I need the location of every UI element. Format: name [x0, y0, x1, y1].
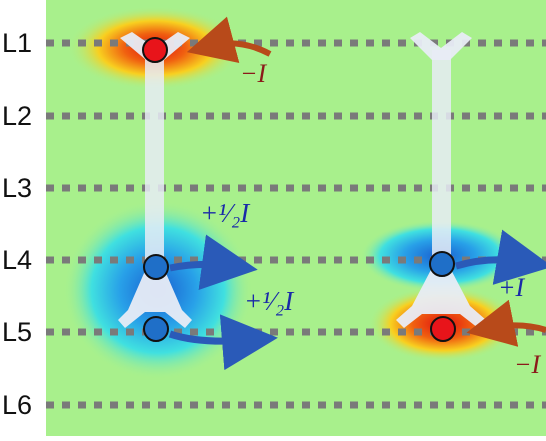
layer-label-l1: L1: [2, 28, 33, 58]
arrow-plus-i-right: [455, 229, 546, 285]
layer-label-l5: L5: [2, 317, 33, 347]
source-dot-l1: [142, 37, 168, 63]
soma-right: [396, 264, 486, 328]
layer-label-l4: L4: [2, 245, 33, 275]
source-dot-l5-right: [430, 316, 456, 342]
apical-dendrite-right: [432, 50, 451, 265]
layer-label-l3: L3: [2, 173, 33, 203]
arrow-minus-i-l1: [186, 16, 272, 64]
current-arrows: [168, 16, 546, 371]
apical-tuft-left: [120, 32, 190, 60]
label-half-i-l4: +¹⁄₂I: [200, 198, 251, 228]
layer-label-l2: L2: [2, 101, 33, 131]
sink-dot-l4-right: [429, 251, 455, 277]
label-minus-i-right: −I: [514, 350, 542, 379]
neuron-left: [118, 32, 192, 342]
apical-tuft-right: [410, 32, 472, 60]
layer-label-l6: L6: [2, 390, 33, 420]
soma-left: [118, 264, 192, 328]
arrow-half-i-l5: [168, 314, 278, 371]
apical-dendrite-left: [145, 50, 164, 265]
sink-dot-l4-left: [143, 254, 169, 280]
arrow-minus-i-right: [466, 299, 546, 347]
label-half-i-l5: +¹⁄₂I: [244, 286, 295, 316]
label-minus-i-l1: −I: [240, 59, 268, 88]
sink-dot-l5-left: [143, 316, 169, 342]
neuron-right: [396, 32, 486, 342]
arrow-half-i-l4: [169, 234, 258, 291]
label-plus-i-right: +I: [498, 273, 526, 302]
current-labels: −I +¹⁄₂I +¹⁄₂I +I −I: [200, 59, 542, 379]
